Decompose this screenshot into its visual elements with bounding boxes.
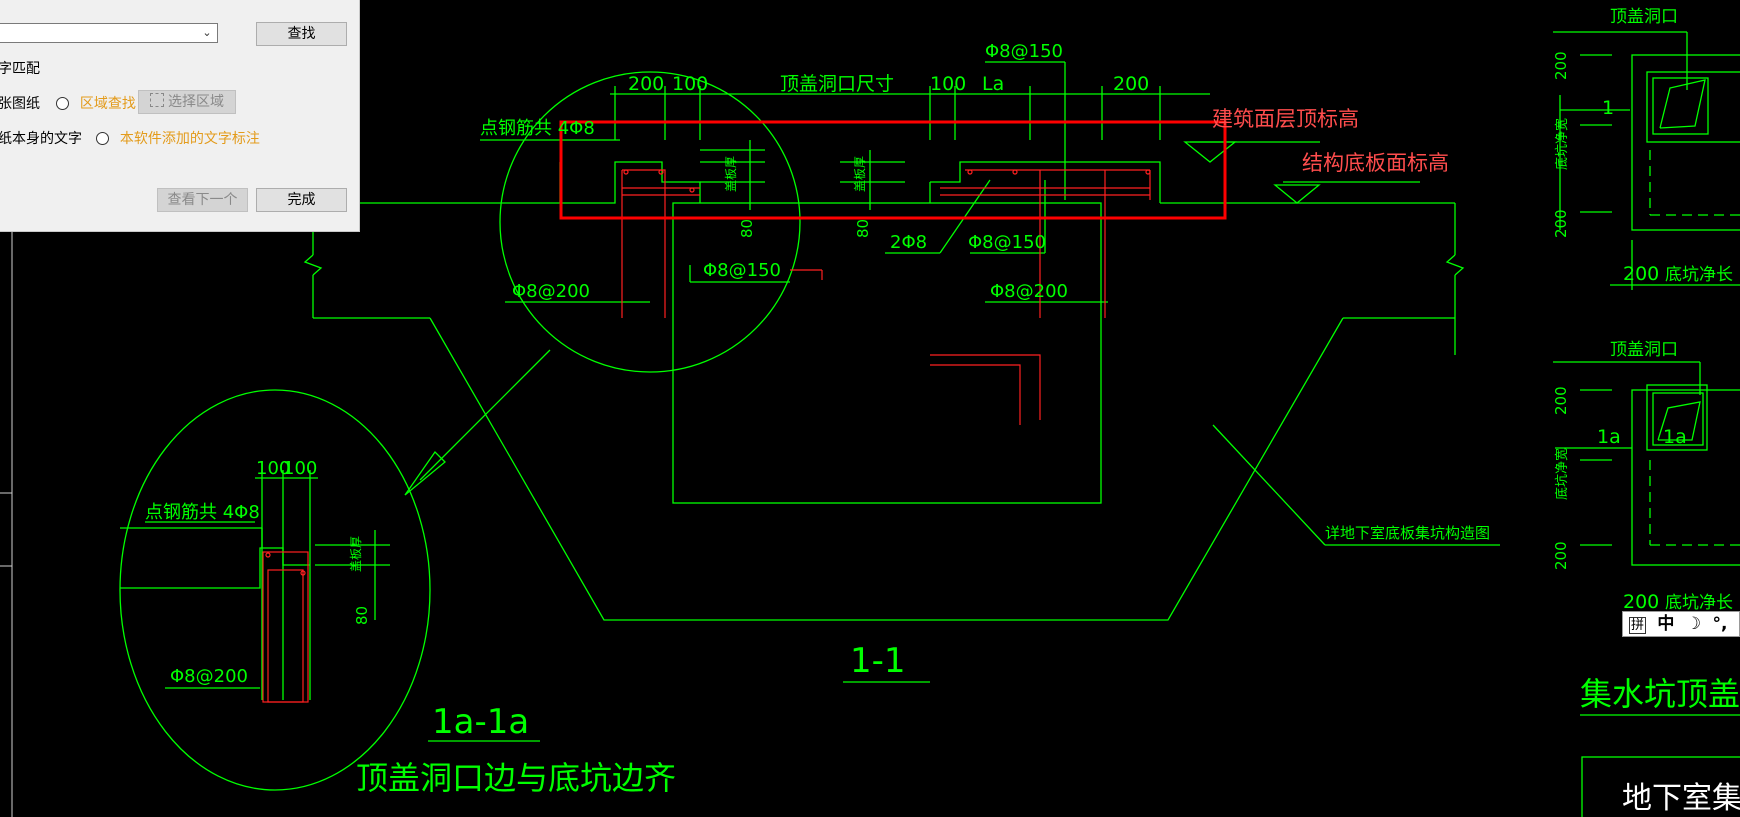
point-rebar-label: 点钢筋共 4Φ8 xyxy=(480,118,595,139)
ime-punctuation-toggle[interactable]: °, xyxy=(1712,614,1728,634)
dim-200-e: 200 xyxy=(1552,541,1570,570)
plan-right-labels: 顶盖洞口 200 底坑净宽 200 1 200 底坑净长 顶盖洞口 200 底坑… xyxy=(1552,7,1740,816)
dim-80-1: 80 xyxy=(738,219,756,238)
chevron-down-icon[interactable]: ⌄ xyxy=(202,26,212,39)
pit-width-label-2: 底坑净宽 xyxy=(1554,448,1570,500)
rebar-phi8-200-left: Φ8@200 xyxy=(512,281,590,302)
detail-cover-thickness: 盖板厚 xyxy=(349,536,363,572)
section-1-1-labels: 200 100 顶盖洞口尺寸 100 La 200 Φ8@150 点钢筋共 4Φ… xyxy=(480,41,1490,681)
dim-100-right: 100 xyxy=(930,73,966,95)
text-source-row: 纸本身的文字 本软件添加的文字标注 xyxy=(0,128,260,148)
rebar-1a xyxy=(262,551,309,703)
section-1-1 xyxy=(10,61,1500,683)
search-highlight-box xyxy=(559,120,1227,220)
search-combobox[interactable]: ⌄ xyxy=(0,23,218,43)
pit-length-label-2: 底坑净长 xyxy=(1665,593,1733,613)
structure-level-label: 结构底板面标高 xyxy=(1302,151,1449,175)
software-text-label[interactable]: 本软件添加的文字标注 xyxy=(119,131,260,147)
software-text-radio[interactable] xyxy=(96,132,110,145)
opening-label-bottom: 顶盖洞口 xyxy=(1610,340,1678,360)
find-dialog: ⌄ 查找 字匹配 张图纸 区域查找 选择区域 纸本身的文字 本软件添加的文字标注… xyxy=(0,0,360,232)
select-region-icon xyxy=(150,93,164,107)
detail-subtitle: 顶盖洞口边与底坑边齐 xyxy=(356,759,676,797)
rebar-2phi8: 2Φ8 xyxy=(890,232,927,253)
opening-size-label: 顶盖洞口尺寸 xyxy=(780,73,894,95)
mark-1a-inner: 1a xyxy=(1663,426,1687,448)
match-label: 字匹配 xyxy=(0,61,40,77)
scope-row: 张图纸 区域查找 xyxy=(0,93,136,113)
find-button[interactable]: 查找 xyxy=(256,22,347,46)
detail-1a xyxy=(119,389,540,791)
plan-title: 集水坑顶盖平面示 xyxy=(1580,675,1740,713)
mark-1a-outer: 1a xyxy=(1597,426,1621,448)
own-text-label: 纸本身的文字 xyxy=(0,131,82,147)
rebar-phi8-150-a: Φ8@150 xyxy=(703,260,781,281)
detail-title: 1a-1a xyxy=(432,702,529,742)
dim-100-left: 100 xyxy=(672,73,708,95)
detail-dim-80: 80 xyxy=(353,606,371,625)
dim-200-f: 200 xyxy=(1623,591,1659,613)
rebar-top-label: Φ8@150 xyxy=(985,41,1063,62)
region-find-radio[interactable] xyxy=(56,97,70,110)
view-next-button[interactable]: 查看下一个 xyxy=(157,188,248,212)
match-option[interactable]: 字匹配 xyxy=(0,58,40,78)
detail-rebar-phi8-200: Φ8@200 xyxy=(170,666,248,687)
section-title-1-1: 1-1 xyxy=(850,641,906,681)
title-block-text: 地下室集水 xyxy=(1622,781,1740,816)
ime-layout-icon[interactable]: 拼 xyxy=(1629,617,1647,634)
dim-80-2: 80 xyxy=(854,219,872,238)
scope-drawing-label: 张图纸 xyxy=(0,96,40,112)
select-region-button-label: 选择区域 xyxy=(168,94,224,110)
cover-thickness-2: 盖板厚 xyxy=(853,156,867,192)
ime-toolbar[interactable]: 拼 中 ☽ °, xyxy=(1622,611,1740,637)
dim-200-a: 200 xyxy=(1552,51,1570,80)
done-button[interactable]: 完成 xyxy=(256,188,347,212)
rebar-phi8-200-right: Φ8@200 xyxy=(990,281,1068,302)
dim-200-d: 200 xyxy=(1552,386,1570,415)
dim-100-b: 100 xyxy=(283,458,317,479)
detail-note: 详地下室底板集坑构造图 xyxy=(1325,524,1490,542)
dim-200-c: 200 xyxy=(1623,263,1659,285)
ime-mode-toggle[interactable]: 中 xyxy=(1657,614,1675,634)
dim-100-a: 100 xyxy=(256,458,290,479)
rebar-1-1 xyxy=(621,169,1151,425)
cover-thickness-1: 盖板厚 xyxy=(724,156,738,192)
dim-200-left: 200 xyxy=(628,73,664,95)
detail-1a-labels: 100 100 点钢筋共 4Φ8 盖板厚 80 Φ8@200 1a-1a 顶盖洞… xyxy=(145,458,676,797)
dim-200-right: 200 xyxy=(1113,73,1149,95)
plan-right xyxy=(1553,31,1740,817)
region-find-label[interactable]: 区域查找 xyxy=(79,96,136,112)
detail-point-rebar-label: 点钢筋共 4Φ8 xyxy=(145,502,260,523)
rebar-phi8-150-b: Φ8@150 xyxy=(968,232,1046,253)
pit-length-label-1: 底坑净长 xyxy=(1665,265,1733,285)
dim-200-b: 200 xyxy=(1552,209,1570,238)
mark-1: 1 xyxy=(1602,97,1614,119)
building-level-label: 建筑面层顶标高 xyxy=(1212,107,1359,131)
select-region-button[interactable]: 选择区域 xyxy=(138,90,236,114)
moon-icon[interactable]: ☽ xyxy=(1685,614,1702,634)
dim-la: La xyxy=(982,73,1004,95)
opening-label-top: 顶盖洞口 xyxy=(1610,7,1678,27)
pit-width-label-1: 底坑净宽 xyxy=(1554,118,1570,170)
